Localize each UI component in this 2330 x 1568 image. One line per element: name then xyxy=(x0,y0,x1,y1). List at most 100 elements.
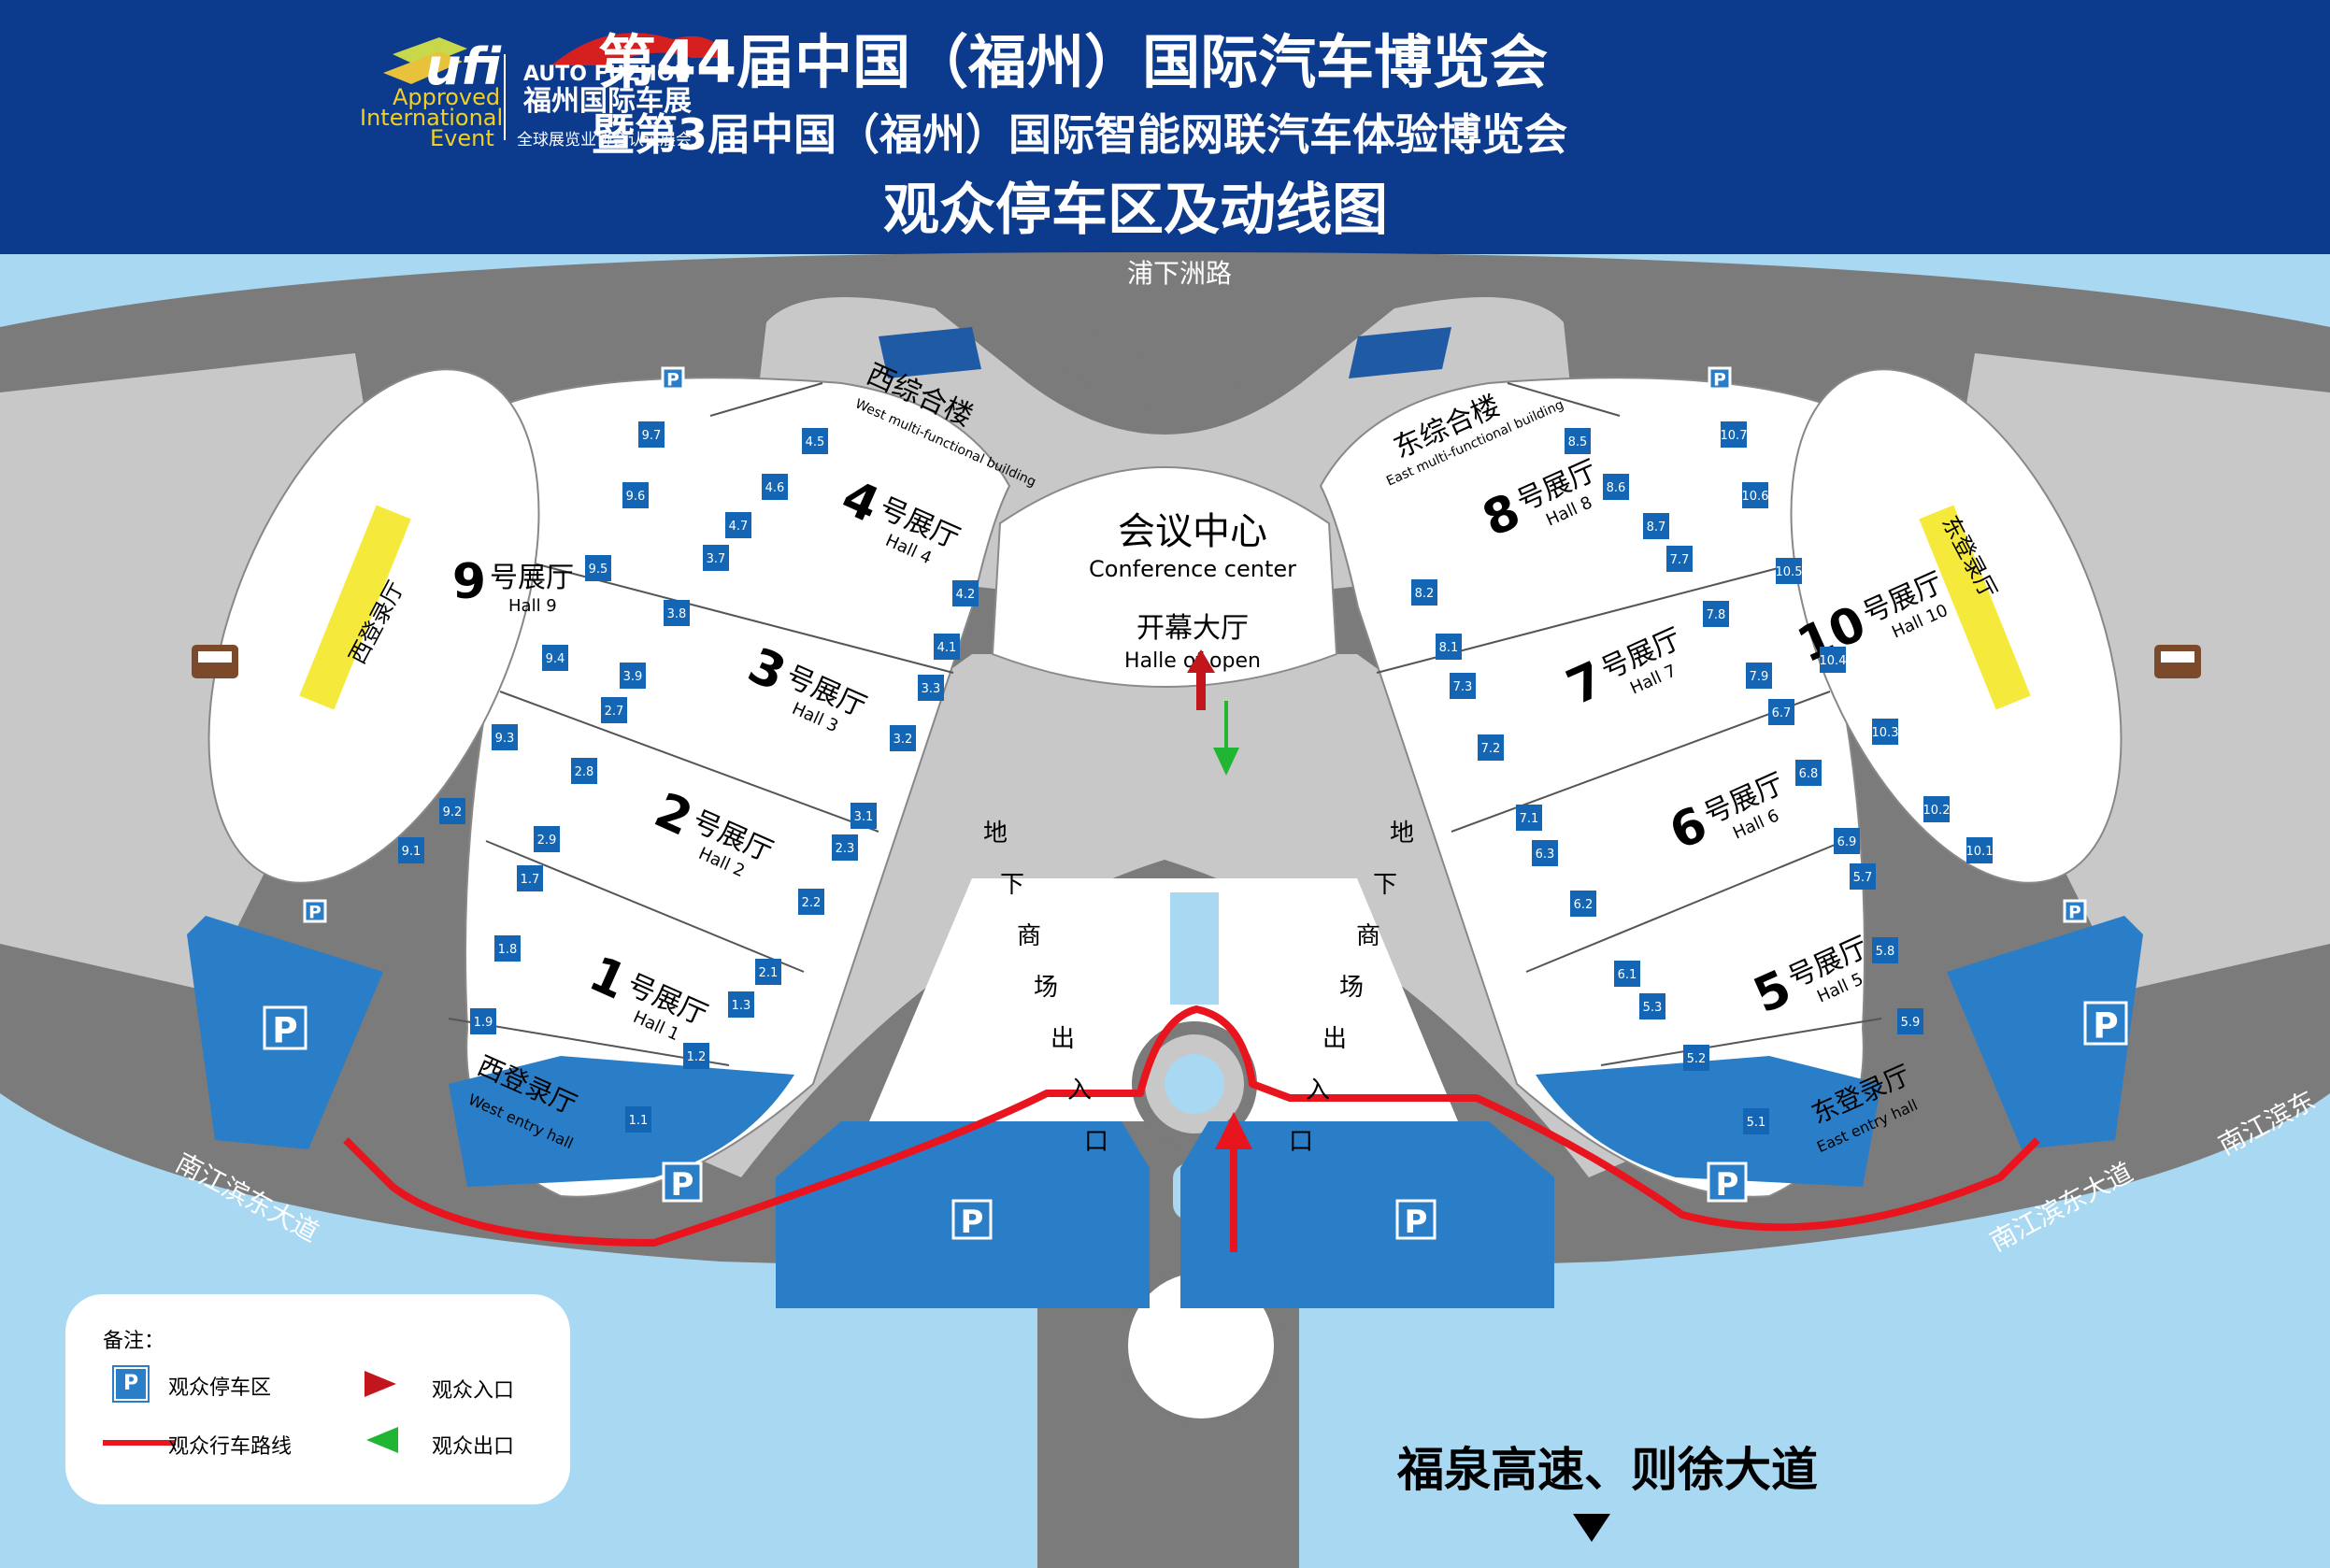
gate-7.8[interactable]: 7.8 xyxy=(1703,601,1729,627)
gate-5.1[interactable]: 5.1 xyxy=(1743,1108,1769,1134)
parking-marker-9[interactable]: P xyxy=(1708,366,1732,391)
parking-marker-0[interactable]: P xyxy=(263,1005,307,1050)
gate-label: 3.8 xyxy=(667,607,687,621)
parking-symbol: P xyxy=(308,904,322,923)
gate-9.6[interactable]: 9.6 xyxy=(622,482,649,508)
gate-2.7[interactable]: 2.7 xyxy=(601,697,627,723)
gate-1.8[interactable]: 1.8 xyxy=(494,935,521,962)
ufi-event-text: Event xyxy=(430,125,494,151)
gate-label: 9.4 xyxy=(546,652,565,666)
gate-7.3[interactable]: 7.3 xyxy=(1450,673,1476,699)
gate-7.7[interactable]: 7.7 xyxy=(1666,546,1693,572)
gate-label: 4.5 xyxy=(806,435,825,449)
gate-8.7[interactable]: 8.7 xyxy=(1643,513,1669,539)
gate-5.7[interactable]: 5.7 xyxy=(1850,863,1876,890)
gate-label: 7.3 xyxy=(1453,680,1473,694)
gate-label: 4.7 xyxy=(729,520,749,534)
gate-label: 4.1 xyxy=(937,641,957,655)
parking-lot-south-east[interactable] xyxy=(1180,1121,1554,1308)
gate-2.3[interactable]: 2.3 xyxy=(832,834,858,861)
gate-9.1[interactable]: 9.1 xyxy=(398,837,424,863)
parking-symbol: P xyxy=(2068,904,2081,923)
gate-10.6[interactable]: 10.6 xyxy=(1742,482,1769,508)
gate-label: 10.2 xyxy=(1923,804,1951,818)
gate-8.6[interactable]: 8.6 xyxy=(1603,474,1629,500)
parking-lot-east[interactable] xyxy=(1947,916,2143,1149)
gate-1.1[interactable]: 1.1 xyxy=(625,1106,651,1133)
gate-label: 9.2 xyxy=(443,805,463,820)
gate-2.8[interactable]: 2.8 xyxy=(571,758,597,784)
gate-9.7[interactable]: 9.7 xyxy=(638,421,665,448)
title-line2: 暨第3届中国（福州）国际智能网联汽车体验博览会 xyxy=(592,109,1567,160)
gate-8.1[interactable]: 8.1 xyxy=(1436,634,1462,660)
gate-10.7[interactable]: 10.7 xyxy=(1721,421,1748,448)
gate-2.9[interactable]: 2.9 xyxy=(534,826,560,852)
parking-marker-5[interactable]: P xyxy=(2083,1001,2128,1046)
gate-3.9[interactable]: 3.9 xyxy=(620,663,646,689)
gate-1.7[interactable]: 1.7 xyxy=(517,865,543,891)
gate-7.2[interactable]: 7.2 xyxy=(1478,734,1504,761)
gate-5.8[interactable]: 5.8 xyxy=(1872,937,1898,963)
gate-6.9[interactable]: 6.9 xyxy=(1834,828,1860,854)
gate-6.2[interactable]: 6.2 xyxy=(1570,891,1596,917)
parking-marker-2[interactable]: P xyxy=(951,1199,993,1241)
gate-9.4[interactable]: 9.4 xyxy=(542,645,568,671)
gate-label: 8.2 xyxy=(1415,587,1435,601)
parking-marker-4[interactable]: P xyxy=(1707,1162,1748,1204)
gate-6.1[interactable]: 6.1 xyxy=(1614,961,1640,987)
gate-2.2[interactable]: 2.2 xyxy=(798,889,824,915)
gate-label: 6.7 xyxy=(1772,706,1792,720)
gate-3.2[interactable]: 3.2 xyxy=(890,725,916,751)
gate-10.5[interactable]: 10.5 xyxy=(1776,558,1803,584)
gate-6.3[interactable]: 6.3 xyxy=(1532,840,1558,866)
gate-1.9[interactable]: 1.9 xyxy=(470,1008,496,1034)
gate-1.3[interactable]: 1.3 xyxy=(728,991,754,1018)
gate-10.2[interactable]: 10.2 xyxy=(1923,796,1951,822)
gate-10.4[interactable]: 10.4 xyxy=(1820,647,1847,673)
gate-3.3[interactable]: 3.3 xyxy=(918,675,944,701)
parking-marker-6[interactable]: P xyxy=(303,899,327,923)
parking-marker-8[interactable]: P xyxy=(661,366,685,391)
gate-label: 10.7 xyxy=(1721,429,1748,443)
gate-label: 7.1 xyxy=(1520,812,1539,826)
legend-entrance-label: 观众入口 xyxy=(432,1379,515,1403)
gate-6.7[interactable]: 6.7 xyxy=(1768,699,1794,725)
gate-4.6[interactable]: 4.6 xyxy=(762,474,788,500)
gate-4.2[interactable]: 4.2 xyxy=(952,580,979,606)
gate-9.3[interactable]: 9.3 xyxy=(492,724,518,750)
gate-7.1[interactable]: 7.1 xyxy=(1516,805,1542,831)
gate-5.2[interactable]: 5.2 xyxy=(1683,1045,1709,1071)
gate-1.2[interactable]: 1.2 xyxy=(683,1043,709,1069)
gate-6.8[interactable]: 6.8 xyxy=(1795,760,1822,786)
ufi-approved-text: Approved xyxy=(393,84,500,110)
parking-marker-3[interactable]: P xyxy=(1395,1199,1437,1241)
underground-char: 下 xyxy=(1000,871,1024,899)
underground-char: 下 xyxy=(1373,871,1397,899)
gate-3.1[interactable]: 3.1 xyxy=(851,803,877,829)
gate-9.2[interactable]: 9.2 xyxy=(439,798,465,824)
gate-10.1[interactable]: 10.1 xyxy=(1966,837,1994,863)
gate-3.7[interactable]: 3.7 xyxy=(703,545,729,571)
gate-7.9[interactable]: 7.9 xyxy=(1746,663,1772,689)
gate-label: 5.2 xyxy=(1687,1052,1707,1066)
parking-marker-7[interactable]: P xyxy=(2063,899,2087,923)
gate-3.8[interactable]: 3.8 xyxy=(664,600,690,626)
underground-char: 口 xyxy=(1084,1128,1108,1156)
east-entry-parking xyxy=(1536,1056,1881,1187)
gate-10.3[interactable]: 10.3 xyxy=(1872,719,1899,745)
gate-4.1[interactable]: 4.1 xyxy=(934,634,960,660)
gate-5.9[interactable]: 5.9 xyxy=(1897,1008,1923,1034)
gate-8.5[interactable]: 8.5 xyxy=(1565,428,1591,454)
gate-label: 7.7 xyxy=(1670,553,1690,567)
gate-4.7[interactable]: 4.7 xyxy=(725,512,751,538)
gate-label: 9.6 xyxy=(626,490,646,504)
gate-9.5[interactable]: 9.5 xyxy=(585,555,611,581)
parking-symbol: P xyxy=(1716,1166,1739,1204)
gate-4.5[interactable]: 4.5 xyxy=(802,428,828,454)
auto-fuzhou-text: AUTO FUZHOU xyxy=(523,63,691,86)
parking-marker-1[interactable]: P xyxy=(662,1162,703,1204)
gate-5.3[interactable]: 5.3 xyxy=(1639,993,1665,1019)
gate-8.2[interactable]: 8.2 xyxy=(1411,579,1437,606)
gate-2.1[interactable]: 2.1 xyxy=(755,959,781,985)
